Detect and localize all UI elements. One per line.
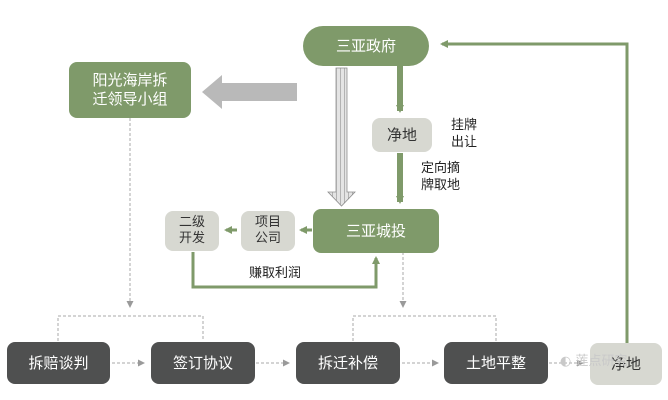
listing-transfer-line-2: 出让 xyxy=(451,134,478,150)
bracket-right xyxy=(352,315,497,341)
land-leveling-node: 土地平整 xyxy=(444,342,548,384)
leading-group-line-2: 迁领导小组 xyxy=(92,90,168,108)
secondary-development-line-1: 二级 xyxy=(178,214,205,230)
leading-group-line-1: 阳光海岸拆 xyxy=(92,71,168,90)
demolition-negotiation-node: 拆赔谈判 xyxy=(7,342,110,384)
project-company-line-2: 公司 xyxy=(254,231,281,246)
earn-profit-label: 赚取利润 xyxy=(249,266,302,281)
relocation-compensation-node: 拆迁补偿 xyxy=(296,342,400,384)
watermark: ◐ 莲点研究 xyxy=(560,350,628,369)
listing-transfer-label: 挂牌 出让 xyxy=(451,118,477,152)
directed-listing-label: 定向摘 牌取地 xyxy=(421,161,460,195)
sanya-chengtou-node: 三亚城投 xyxy=(313,209,439,253)
directed-listing-line-1: 定向摘 xyxy=(421,161,461,176)
secondary-development-line-2: 开发 xyxy=(178,231,205,246)
project-company-line-1: 项目 xyxy=(254,214,281,230)
leading-group-node: 阳光海岸拆 迁领导小组 xyxy=(69,62,191,118)
net-land-bottom-node: 净地 xyxy=(590,343,662,385)
project-company-node: 项目 公司 xyxy=(241,211,295,251)
directed-listing-line-2: 牌取地 xyxy=(421,177,461,193)
watermark-text: 莲点研究 xyxy=(575,354,628,369)
gov-to-chengtou-hatched-arrow xyxy=(327,67,356,207)
sign-agreement-node: 签订协议 xyxy=(151,342,255,384)
earn-profit-arrow xyxy=(191,252,380,289)
net-land-return-arrow xyxy=(440,40,629,343)
sanya-government-node: 三亚政府 xyxy=(303,26,429,66)
net-land-top-node: 净地 xyxy=(372,118,432,152)
gov-to-leading-group-arrow xyxy=(202,75,297,109)
secondary-development-node: 二级 开发 xyxy=(165,211,219,251)
bracket-left xyxy=(57,315,204,341)
listing-transfer-line-1: 挂牌 xyxy=(451,118,478,133)
wechat-icon: ◐ xyxy=(560,354,572,369)
